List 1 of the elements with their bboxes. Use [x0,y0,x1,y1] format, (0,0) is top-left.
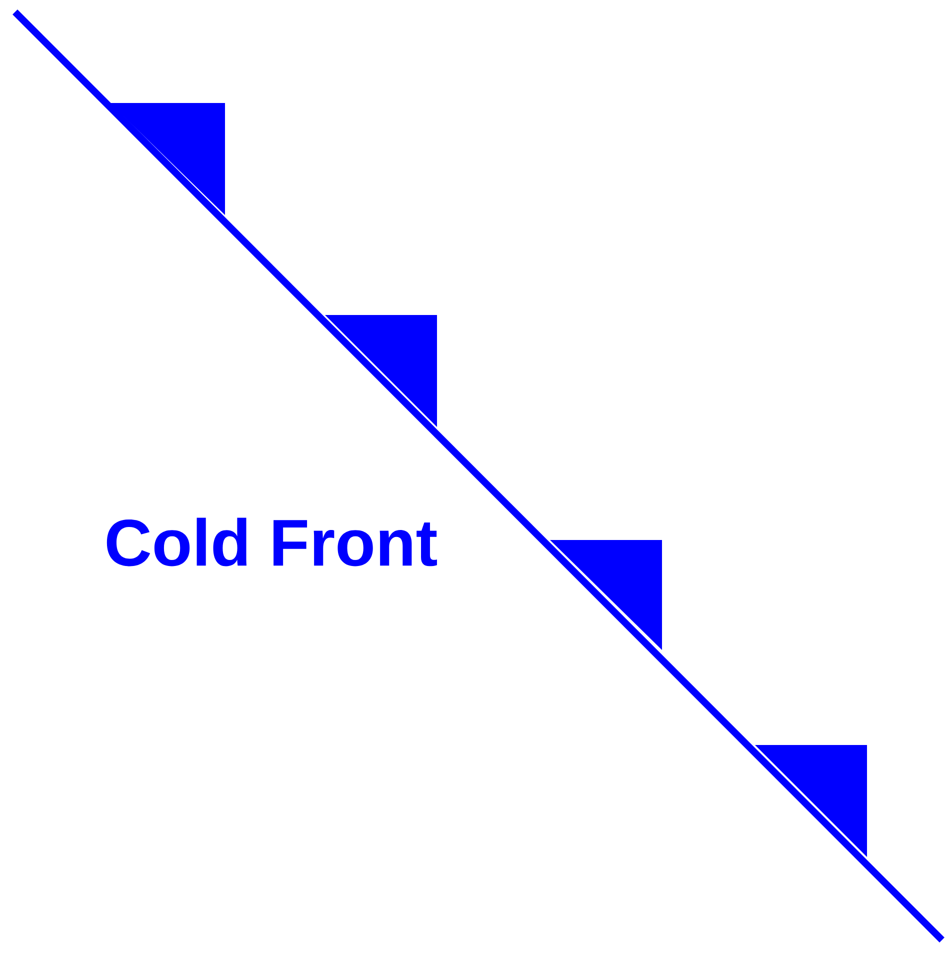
front-label: Cold Front [106,518,437,566]
